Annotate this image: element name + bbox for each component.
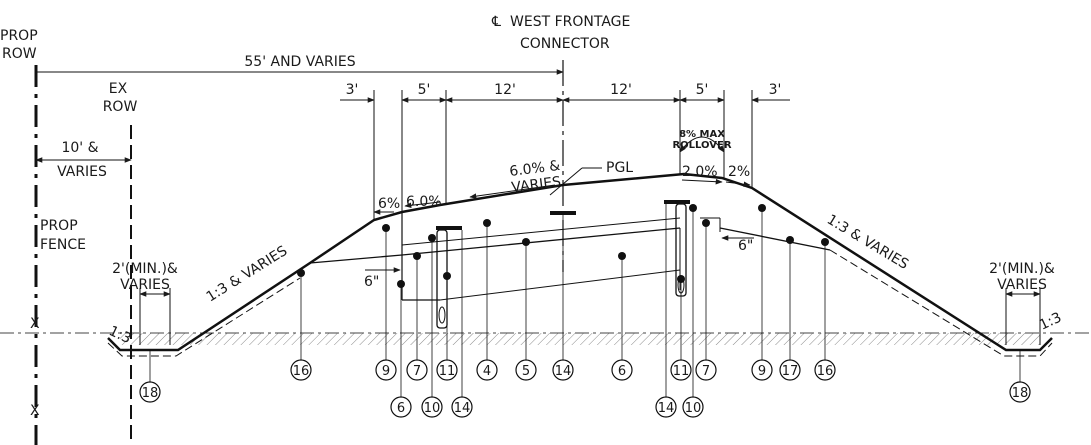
prop-fence-label-2: FENCE — [40, 237, 86, 253]
svg-text:9: 9 — [382, 364, 390, 379]
svg-text:9: 9 — [758, 364, 766, 379]
slope-main-2: VARIES — [511, 174, 563, 196]
callout-14-right: 14 — [655, 396, 677, 418]
dim-12-left: 12' — [494, 82, 516, 98]
svg-text:16: 16 — [817, 364, 834, 379]
dim-overall: 55' AND VARIES — [244, 54, 355, 70]
left-sideslope: 1:3 & VARIES — [204, 243, 291, 305]
callout-10-right: 10 — [682, 396, 704, 418]
grade-markers — [436, 200, 690, 230]
dim-12-right: 12' — [610, 82, 632, 98]
svg-text:7: 7 — [702, 364, 710, 379]
six-inch-left: 6" — [364, 274, 379, 290]
callout-7-left: 7 — [406, 359, 428, 381]
ditch-right-1: 2'(MIN.)& — [989, 261, 1055, 277]
slope-6pct: 6% — [378, 196, 400, 212]
prop-row-label-1: PROP — [0, 28, 38, 44]
dim-5-left: 5' — [418, 82, 431, 98]
callout-18-right: 18 — [1009, 381, 1031, 403]
svg-text:11: 11 — [673, 364, 690, 379]
six-inch-right: 6" — [738, 238, 753, 254]
slope-2-0pct: 2.0% — [682, 164, 718, 180]
svg-text:4: 4 — [483, 364, 491, 379]
dim-3-right: 3' — [769, 82, 782, 98]
embankment — [107, 172, 1053, 357]
callout-11-right: 11 — [670, 359, 692, 381]
callout-circles: 16 9 6 7 10 11 14 4 5 14 6 14 11 10 7 9 … — [139, 359, 1031, 418]
rollover-2: ROLLOVER — [672, 140, 731, 151]
slope-main-1: 6.0% & — [509, 158, 562, 180]
title-line-2: CONNECTOR — [520, 36, 610, 52]
ditch-right-2: VARIES — [997, 277, 1047, 293]
fence-mark-2: X — [30, 403, 40, 419]
centerline-symbol: ℄ — [491, 14, 501, 30]
callout-leaders — [149, 204, 1021, 397]
slope-6-0pct-left: 6.0% — [406, 194, 442, 210]
svg-text:7: 7 — [413, 364, 421, 379]
callout-11-left: 11 — [436, 359, 458, 381]
ditch-right-slope: 1:3 — [1037, 310, 1064, 334]
callout-9-left: 9 — [375, 359, 397, 381]
svg-text:11: 11 — [439, 364, 456, 379]
dim-ten-varies-2: VARIES — [57, 164, 107, 180]
svg-text:14: 14 — [555, 364, 572, 379]
callout-16-left: 16 — [290, 359, 312, 381]
callout-14-left: 14 — [451, 396, 473, 418]
callout-14-center: 14 — [552, 359, 574, 381]
svg-text:6: 6 — [397, 401, 405, 416]
callout-7-right: 7 — [695, 359, 717, 381]
slope-2pct: 2% — [728, 164, 750, 180]
existing-ground — [0, 332, 1091, 345]
callout-6-center: 6 — [611, 359, 633, 381]
dim-3-left: 3' — [346, 82, 359, 98]
svg-text:14: 14 — [454, 401, 471, 416]
svg-text:5: 5 — [522, 364, 530, 379]
svg-text:18: 18 — [142, 386, 159, 401]
fence-mark-1: X — [30, 316, 40, 332]
callout-18-left: 18 — [139, 381, 161, 403]
ditch-left-2: VARIES — [120, 277, 170, 293]
prop-row-label-2: ROW — [2, 46, 37, 62]
svg-text:10: 10 — [424, 401, 441, 416]
callout-6-left: 6 — [390, 396, 412, 418]
dimension-lines — [35, 69, 1041, 345]
ex-row-label-1: EX — [109, 81, 128, 97]
callout-17: 17 — [779, 359, 801, 381]
labels: PROP ROW EX ROW PROP FENCE ℄ WEST FRONTA… — [0, 14, 1064, 419]
ditch-left-1: 2'(MIN.)& — [112, 261, 178, 277]
svg-text:18: 18 — [1012, 386, 1029, 401]
svg-text:17: 17 — [782, 364, 799, 379]
ex-row-label-2: ROW — [103, 99, 138, 115]
pgl-label: PGL — [606, 160, 633, 176]
dim-ten-varies-1: 10' & — [61, 140, 98, 156]
rollover-1: 8% MAX — [679, 129, 725, 140]
svg-text:10: 10 — [685, 401, 702, 416]
prop-fence-label-1: PROP — [40, 218, 78, 234]
svg-text:6: 6 — [618, 364, 626, 379]
callout-9-right: 9 — [751, 359, 773, 381]
callout-4: 4 — [476, 359, 498, 381]
svg-text:14: 14 — [658, 401, 675, 416]
title-line-1: WEST FRONTAGE — [510, 14, 630, 30]
dim-5-right: 5' — [696, 82, 709, 98]
callout-16-right: 16 — [814, 359, 836, 381]
svg-text:16: 16 — [293, 364, 310, 379]
callout-10-left: 10 — [421, 396, 443, 418]
callout-5: 5 — [515, 359, 537, 381]
